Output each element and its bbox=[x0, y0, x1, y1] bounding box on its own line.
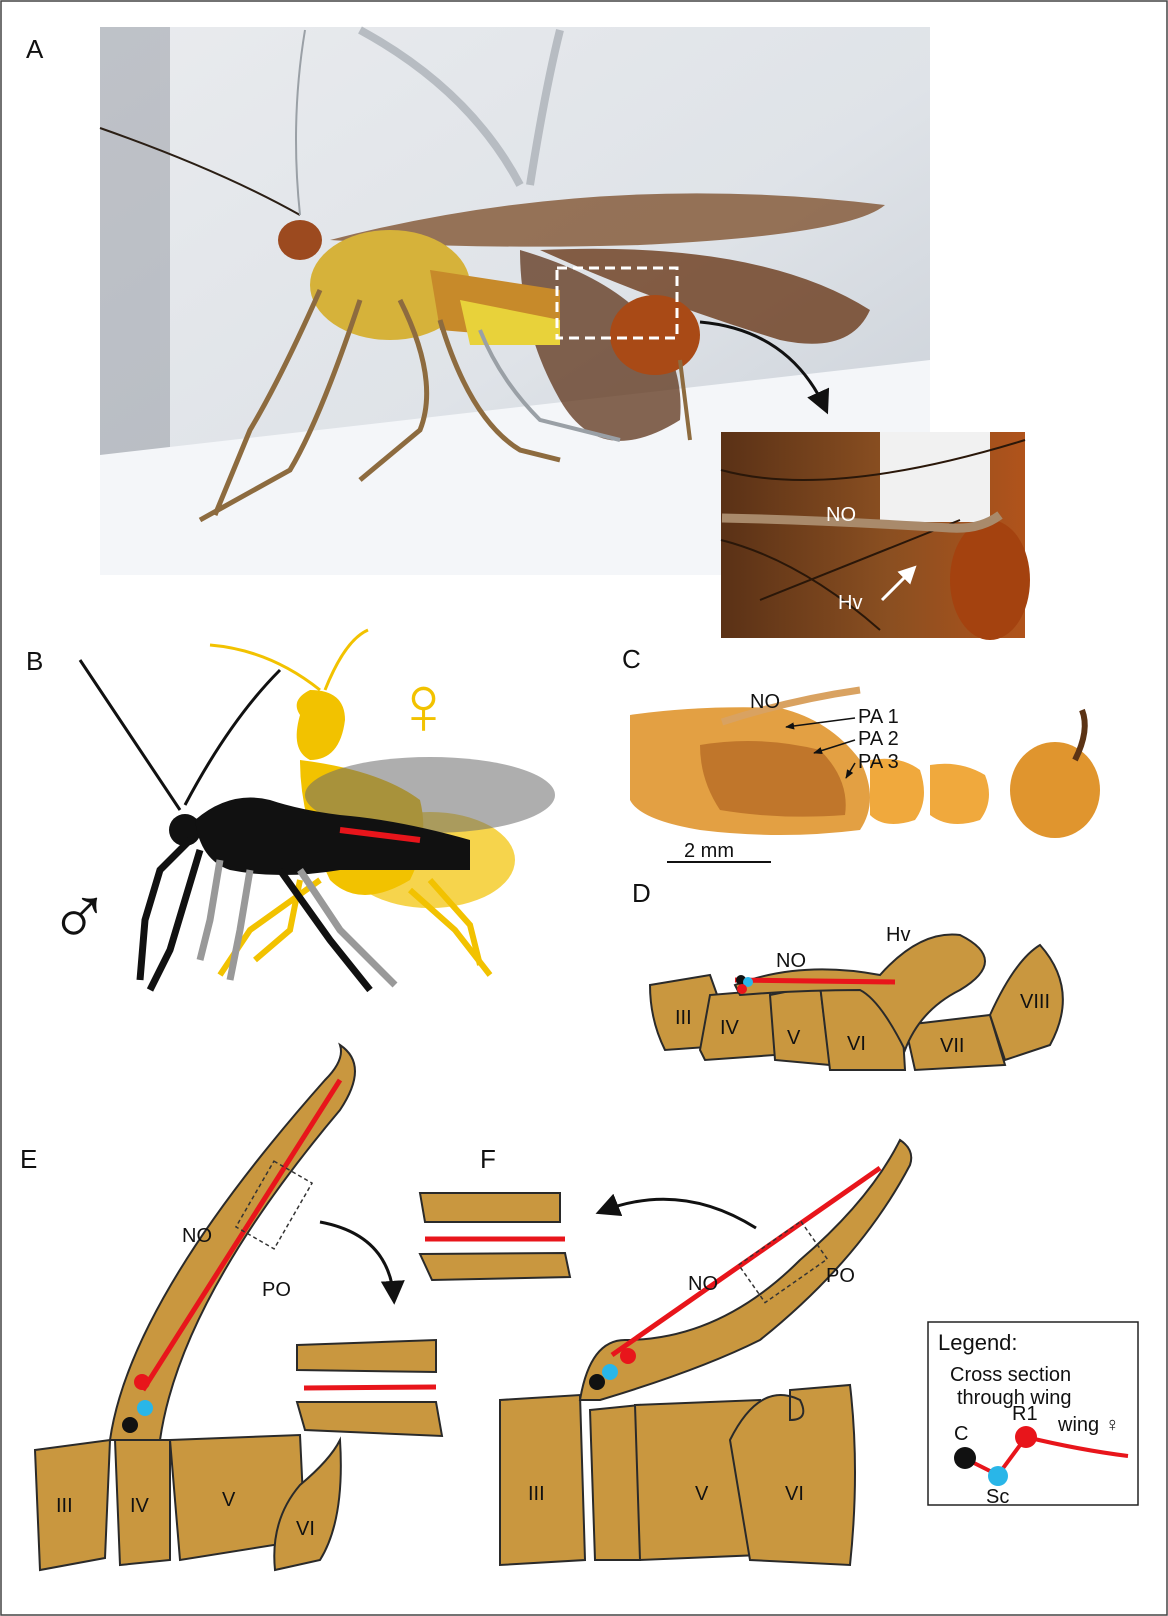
legend-r1-dot bbox=[1015, 1426, 1037, 1448]
scale-bar-label: 2 mm bbox=[684, 840, 734, 862]
d-seg-iii: III bbox=[675, 1007, 692, 1029]
d-seg-v: V bbox=[787, 1027, 801, 1049]
panel-b-letter: B bbox=[26, 646, 43, 676]
panel-d-letter: D bbox=[632, 878, 651, 908]
e-seg-iii: III bbox=[56, 1495, 73, 1517]
legend-c-label: C bbox=[954, 1423, 968, 1445]
female-symbol: ♀ bbox=[392, 658, 455, 752]
e-po-label: PO bbox=[262, 1279, 291, 1301]
d-hv-label: Hv bbox=[886, 924, 910, 946]
c-pa3-label: PA 3 bbox=[858, 751, 899, 773]
f-cross-section bbox=[420, 1193, 570, 1280]
panel-a-letter: A bbox=[26, 34, 44, 64]
f-no-label: NO bbox=[688, 1273, 718, 1295]
c-pa2-label: PA 2 bbox=[858, 728, 899, 750]
inset-hv-label: Hv bbox=[838, 592, 862, 614]
panel-f-letter: F bbox=[480, 1144, 496, 1174]
legend-sc-label: Sc bbox=[986, 1486, 1009, 1508]
inset-no-label: NO bbox=[826, 504, 856, 526]
f-seg-iii: III bbox=[528, 1483, 545, 1505]
e-cross-section bbox=[297, 1340, 442, 1436]
legend-c-dot bbox=[954, 1447, 976, 1469]
legend-box: Legend: Cross section through wing C Sc … bbox=[928, 1322, 1138, 1508]
d-seg-vii: VII bbox=[940, 1035, 964, 1057]
d-seg-viii: VIII bbox=[1020, 991, 1050, 1013]
legend-wing-label: wing ♀ bbox=[1057, 1414, 1120, 1436]
f-po-label: PO bbox=[826, 1265, 855, 1287]
e-seg-vi: VI bbox=[296, 1518, 315, 1540]
c-pa1-label: PA 1 bbox=[858, 706, 899, 728]
panel-a-inset: NO Hv bbox=[721, 432, 1030, 640]
panel-c-letter: C bbox=[622, 644, 641, 674]
c-no-label: NO bbox=[750, 691, 780, 713]
legend-title: Legend: bbox=[938, 1330, 1018, 1355]
legend-sc-dot bbox=[988, 1466, 1008, 1486]
e-seg-v: V bbox=[222, 1489, 236, 1511]
legend-subtitle-1: Cross section bbox=[950, 1364, 1071, 1386]
d-seg-iv: IV bbox=[720, 1017, 740, 1039]
e-no-label: NO bbox=[182, 1225, 212, 1247]
f-seg-v: V bbox=[695, 1483, 709, 1505]
d-seg-vi: VI bbox=[847, 1033, 866, 1055]
e-seg-iv: IV bbox=[130, 1495, 150, 1517]
legend-r1-label: R1 bbox=[1012, 1403, 1038, 1425]
f-seg-vi: VI bbox=[785, 1483, 804, 1505]
male-symbol: ♂ bbox=[48, 869, 111, 963]
d-no-label: NO bbox=[776, 950, 806, 972]
panel-e-letter: E bbox=[20, 1144, 37, 1174]
